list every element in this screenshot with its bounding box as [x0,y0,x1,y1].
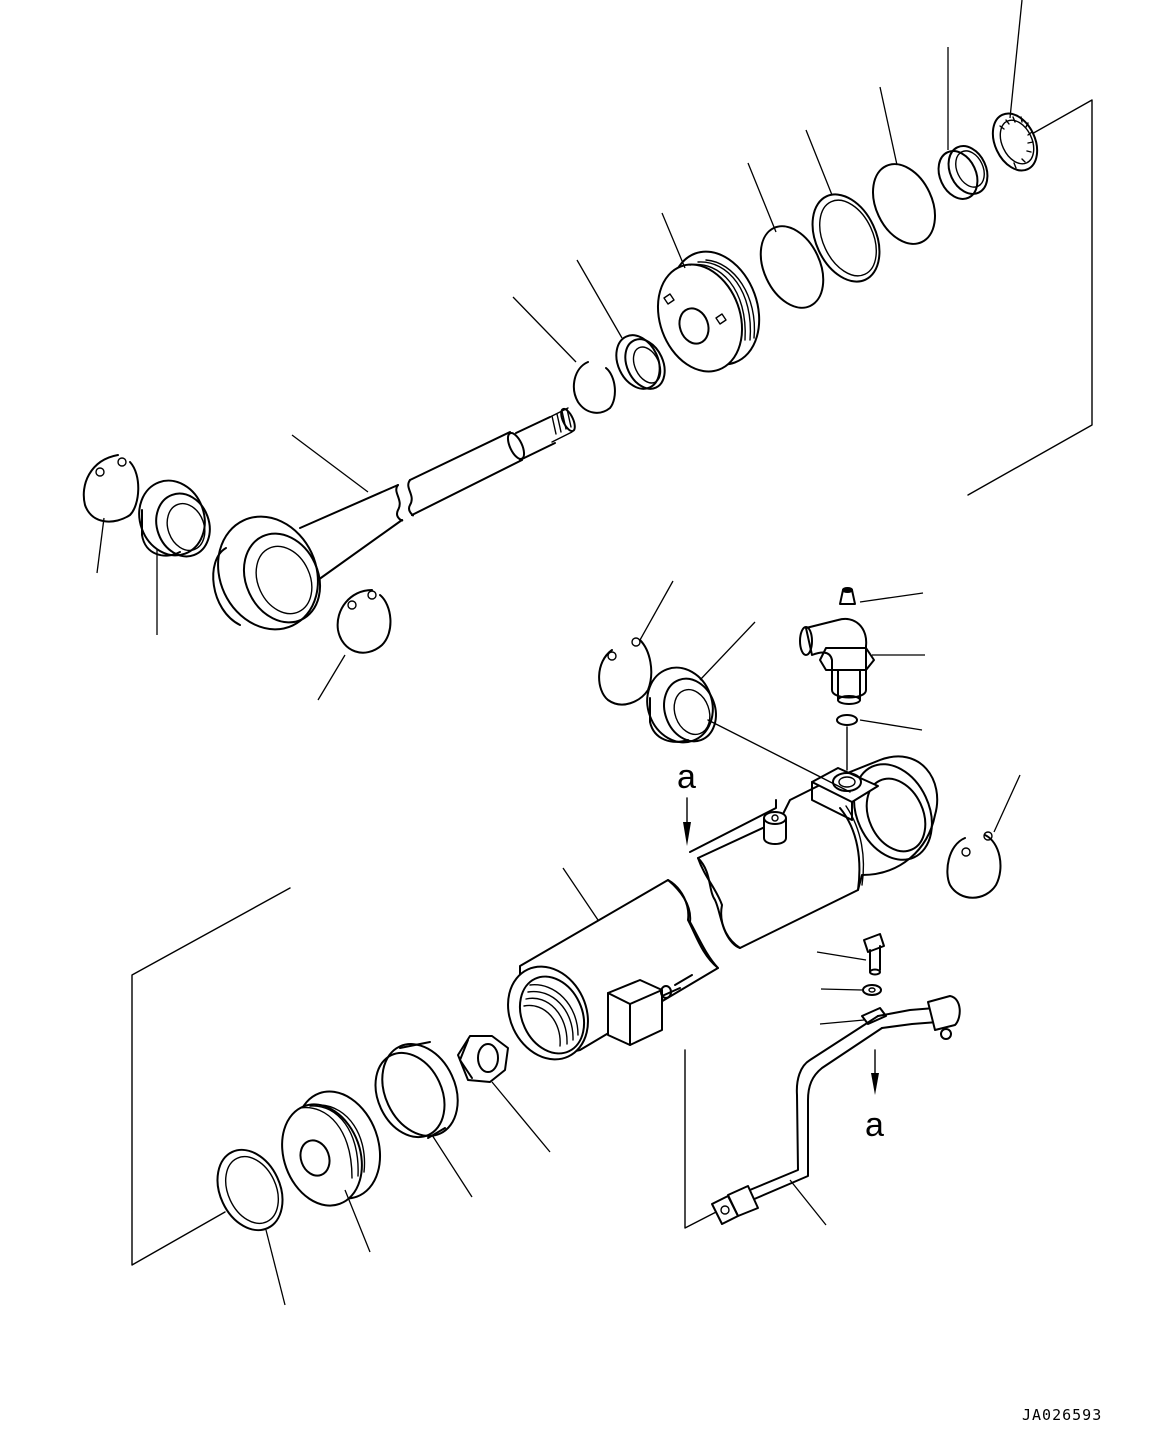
piston-seal-ring-1 [759,225,825,309]
snap-ring-right-2 [946,831,1002,899]
piston [656,250,761,373]
leader-lines-lower [265,580,1021,1306]
elbow-fitting [799,617,875,705]
cylinder-tube-bottom-end [507,879,719,1061]
threaded-nut-ring [991,112,1039,172]
grease-fitting [839,587,856,605]
snap-ring-left-1 [82,454,140,523]
bushing-rod-eye-1 [138,479,211,558]
view-label-a-bottom: a [865,1106,884,1144]
rod-guide-ring [374,1041,459,1139]
bushing-head-end [646,666,717,744]
washer [862,984,882,996]
wear-ring [615,334,666,390]
lower-left-group-frame [131,887,291,1266]
lower-right-group-frame [684,1049,721,1229]
guide-bushing [937,145,989,200]
nut [457,1035,509,1083]
cylinder-head [281,1090,382,1207]
snap-ring-right-1 [598,637,653,706]
bushing-centerline [707,719,851,793]
view-label-a-top: a [677,758,696,796]
view-marker-a-top: a [677,758,696,846]
piston-seal-ring-2 [811,193,881,283]
retaining-ring [572,361,616,414]
o-ring [836,714,858,726]
piston-seal-ring-3 [872,163,936,245]
bolt [863,933,885,976]
hose-tube [711,995,961,1225]
leader-lines-upper [96,0,1023,701]
snap-ring-left-2 [336,589,392,654]
drawing-reference-code: JA026593 [1022,1406,1102,1424]
piston-rod [212,407,576,631]
cylinder-tube-head-end [689,755,939,949]
upper-group-frame [967,99,1093,496]
dust-seal [216,1148,284,1232]
view-marker-a-bottom: a [865,1049,884,1144]
